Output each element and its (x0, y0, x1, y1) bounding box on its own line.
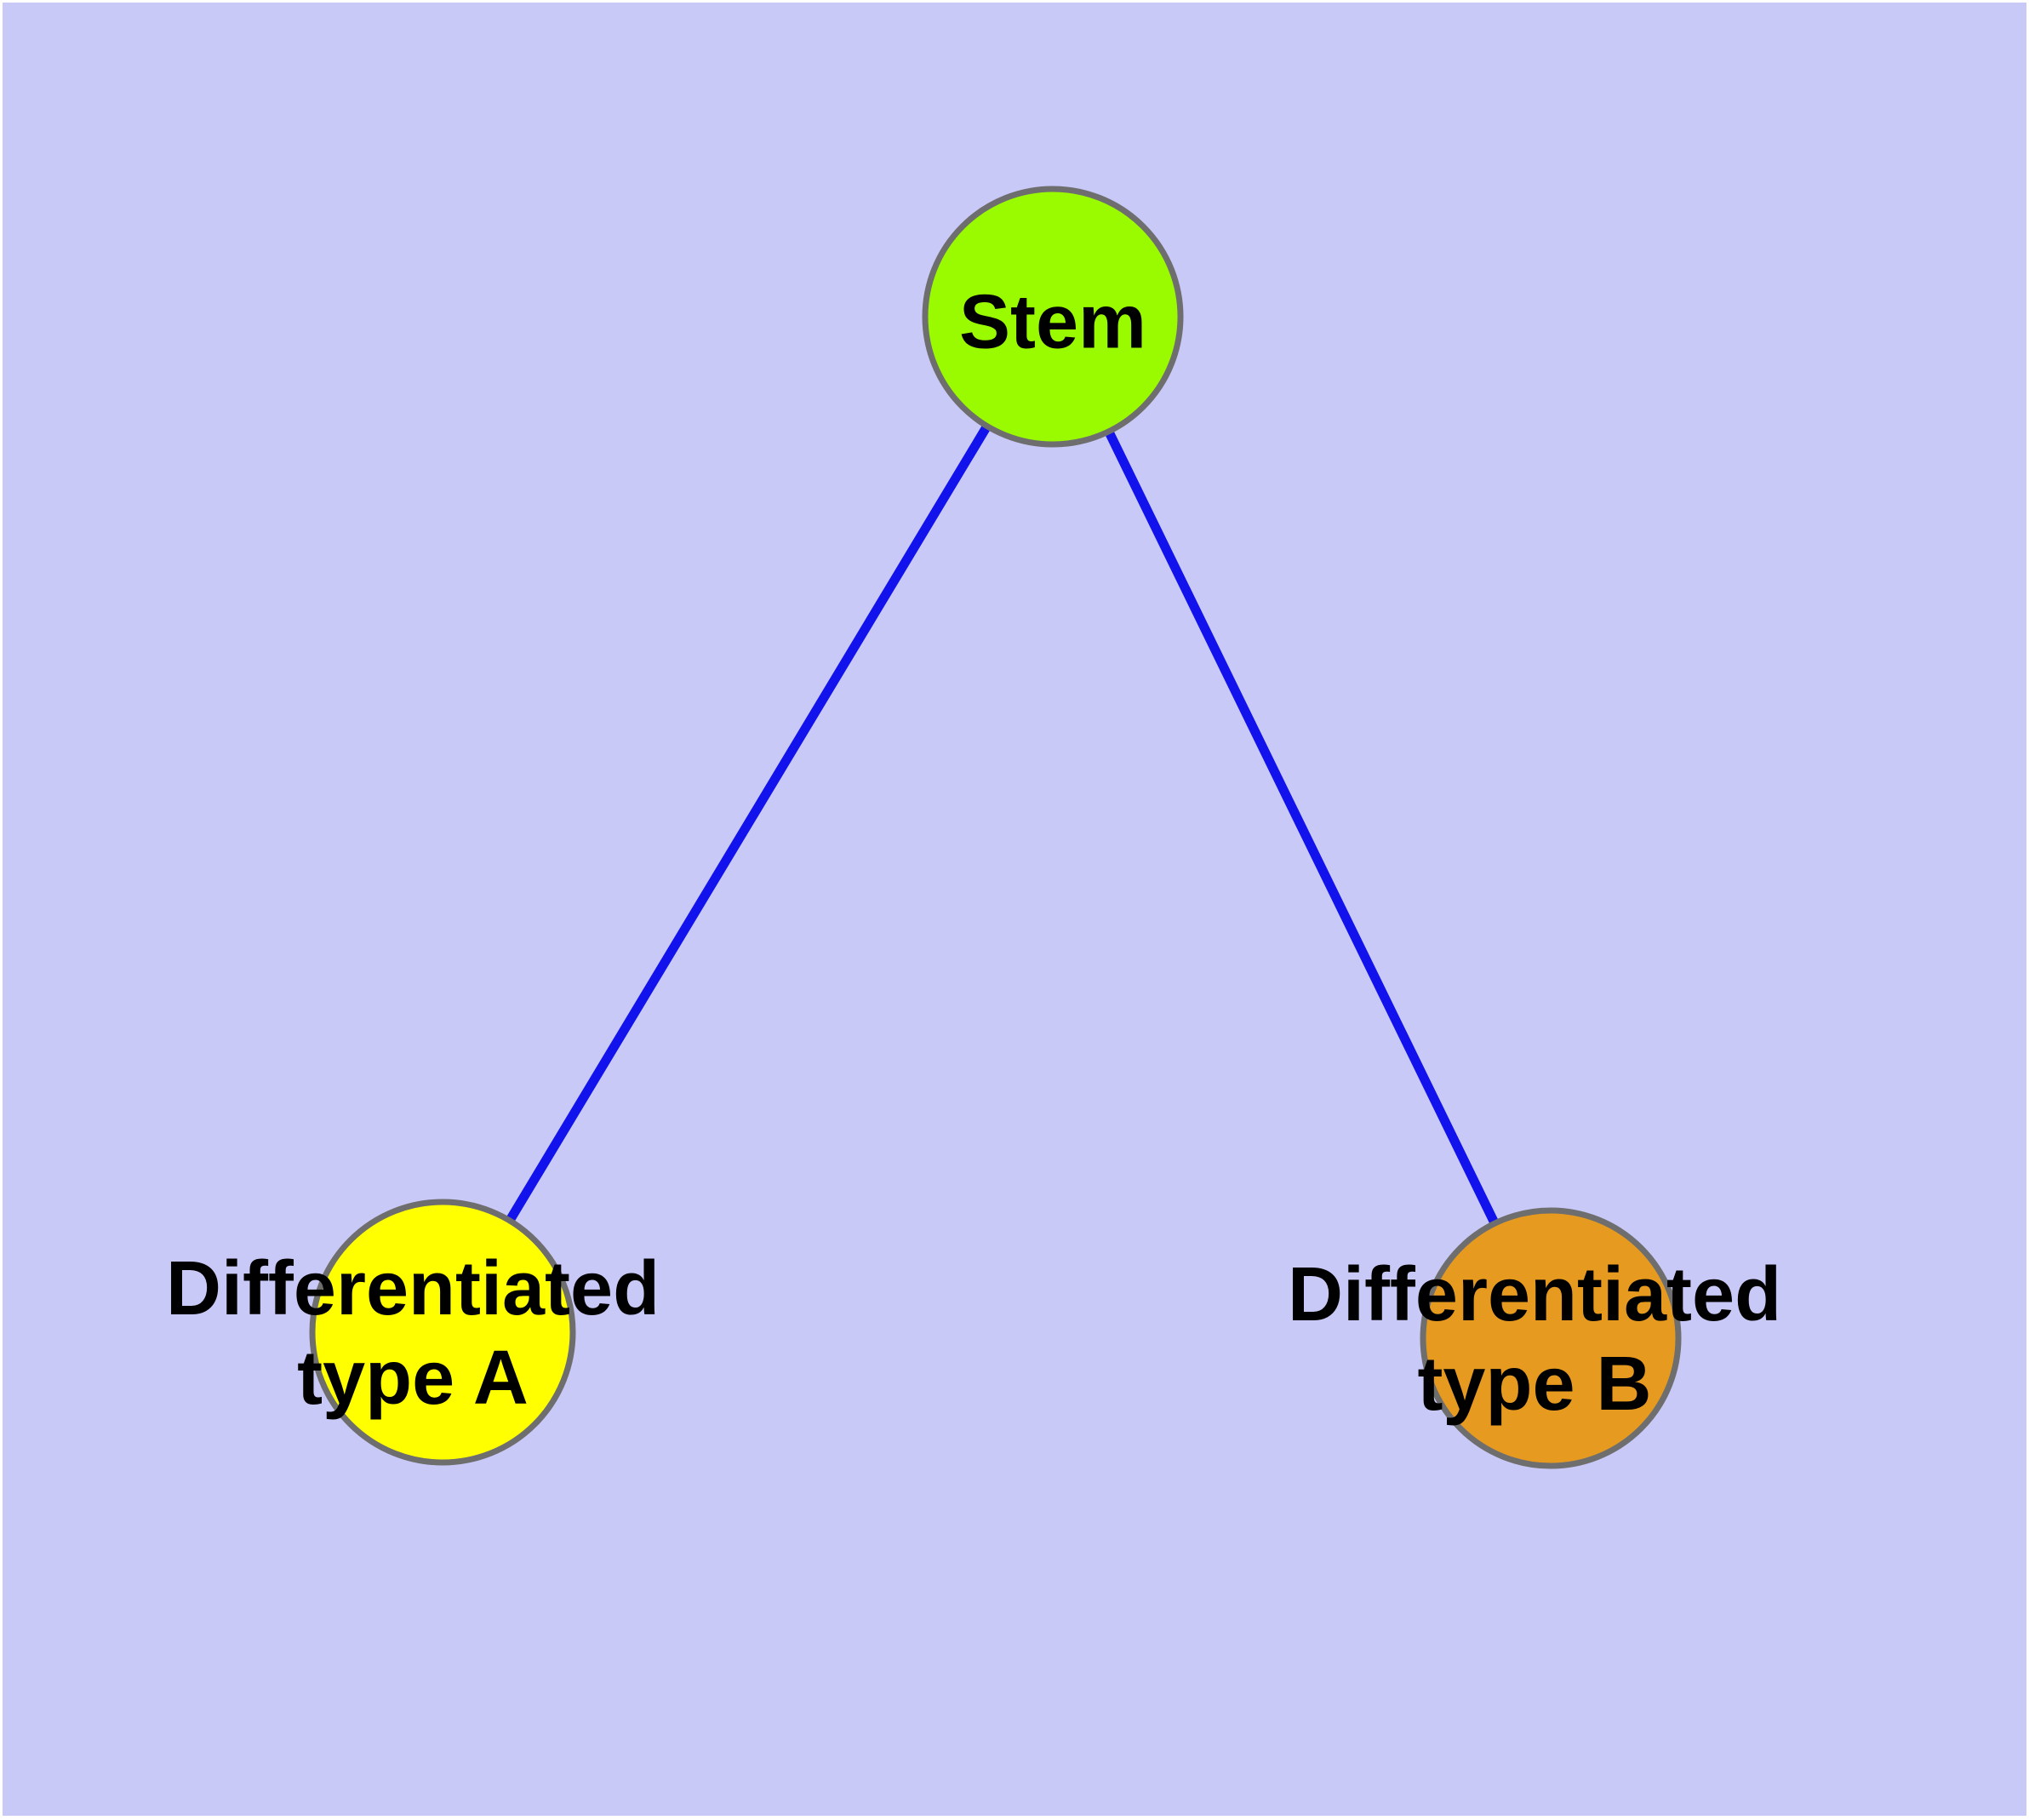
node-diff-type-a-circle[interactable] (309, 1199, 576, 1466)
node-diff-type-b-circle[interactable] (1420, 1207, 1682, 1469)
edge-stem-to-diff-type-a (438, 314, 1057, 1335)
node-stem-circle[interactable] (922, 186, 1184, 448)
edge-stem-to-diff-type-b (1049, 314, 1555, 1341)
